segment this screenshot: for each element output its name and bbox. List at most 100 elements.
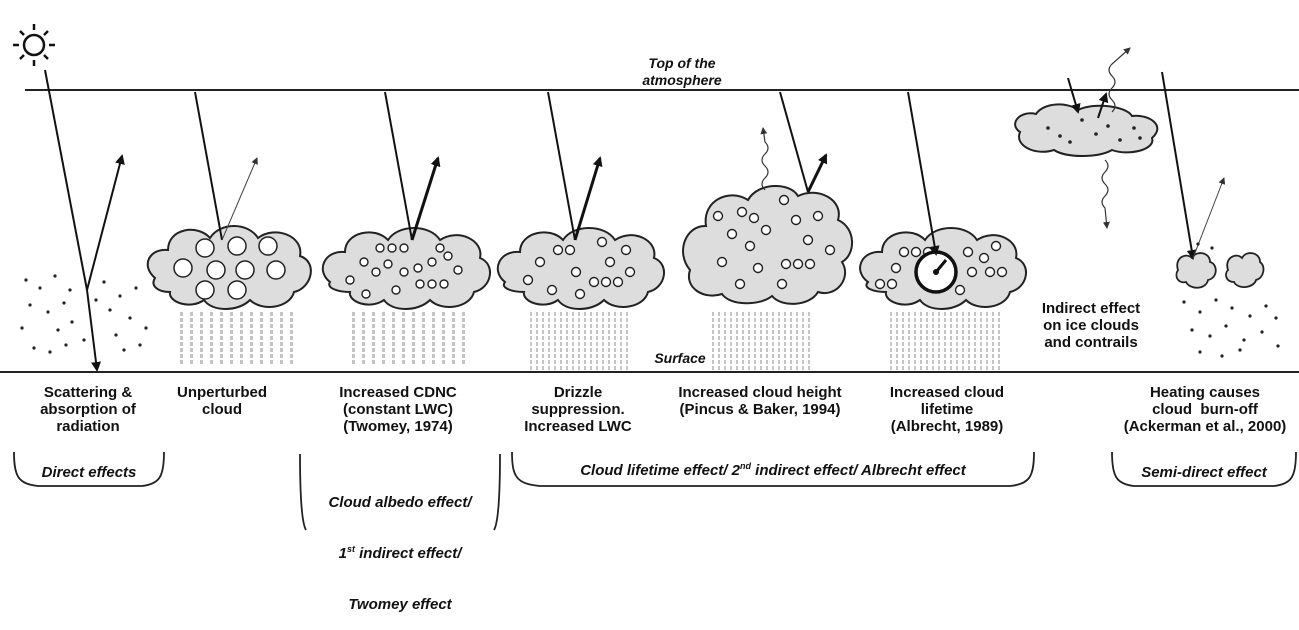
rain-mark (736, 330, 738, 334)
rain-mark (908, 336, 910, 340)
rain-mark (896, 366, 898, 370)
rain-mark (382, 330, 385, 334)
cdnc-arrows (384, 91, 441, 241)
rain-mark (462, 348, 465, 352)
rain-mark (730, 336, 732, 340)
rain-mark (742, 348, 744, 352)
rain-mark (200, 360, 203, 364)
rain-mark (290, 336, 293, 340)
rain-mark (250, 360, 253, 364)
rain-mark (250, 330, 253, 334)
rain-mark (908, 354, 910, 358)
rain-mark (240, 354, 243, 358)
rain-mark (998, 366, 1000, 370)
rain-mark (784, 330, 786, 334)
rain-mark (920, 318, 922, 322)
rain-mark (566, 360, 568, 364)
rain-mark (382, 348, 385, 352)
rain-mark (986, 336, 988, 340)
rain-mark (962, 360, 964, 364)
rain-mark (920, 354, 922, 358)
rain-mark (968, 354, 970, 358)
cloud-height-arrows (760, 91, 828, 193)
rain-mark (422, 318, 425, 322)
rain-mark (808, 324, 810, 328)
rain-mark (962, 330, 964, 334)
rain-mark (754, 348, 756, 352)
rain-mark (790, 318, 792, 322)
rain-mark (748, 330, 750, 334)
rain-mark (462, 318, 465, 322)
rain-mark (362, 354, 365, 358)
rain-mark (950, 324, 952, 328)
lifetime-pre: Cloud lifetime effect/ 2 (580, 462, 740, 479)
rain-mark (986, 354, 988, 358)
rain-mark (442, 354, 445, 358)
rain-mark (902, 348, 904, 352)
rain-mark (230, 336, 233, 340)
ice-cloud-arrows (1067, 47, 1131, 229)
rain-mark (896, 312, 898, 316)
rain-mark (902, 366, 904, 370)
rain-mark (902, 312, 904, 316)
rain-mark (596, 354, 598, 358)
rain-mark (220, 342, 223, 346)
rain-mark (908, 312, 910, 316)
rain-mark (796, 360, 798, 364)
rain-mark (736, 348, 738, 352)
rain-mark (992, 348, 994, 352)
rain-mark (566, 366, 568, 370)
rain-mark (784, 342, 786, 346)
rain-mark (548, 360, 550, 364)
rain-mark (220, 330, 223, 334)
rain-mark (760, 354, 762, 358)
rain-mark (772, 360, 774, 364)
rain-mark (742, 336, 744, 340)
rain-mark (986, 318, 988, 322)
rain-mark (626, 324, 628, 328)
rain-mark (790, 354, 792, 358)
rain-mark (712, 324, 714, 328)
rain-mark (614, 336, 616, 340)
rain-mark (932, 348, 934, 352)
rain-mark (772, 366, 774, 370)
rain-mark (896, 336, 898, 340)
rain-mark (772, 354, 774, 358)
panel-label-cloud-height: Increased cloud height (Pincus & Baker, … (678, 384, 842, 418)
rain-mark (362, 324, 365, 328)
rain-mark (432, 348, 435, 352)
rain-mark (962, 318, 964, 322)
rain-mark (772, 324, 774, 328)
rain-mark (554, 360, 556, 364)
rain-mark (790, 312, 792, 316)
rain-mark (914, 366, 916, 370)
rain-mark (724, 336, 726, 340)
rain-mark (432, 342, 435, 346)
rain-mark (452, 360, 455, 364)
rain-mark (908, 330, 910, 334)
rain-mark (724, 360, 726, 364)
rain-mark (290, 318, 293, 322)
rain-mark (778, 336, 780, 340)
rain-mark (808, 366, 810, 370)
rain-mark (210, 342, 213, 346)
rain-mark (974, 312, 976, 316)
rain-mark (412, 330, 415, 334)
rain-mark (590, 330, 592, 334)
rain-mark (890, 360, 892, 364)
rain-mark (772, 342, 774, 346)
rain-mark (790, 336, 792, 340)
rain-mark (998, 348, 1000, 352)
top-label-line2: atmosphere (642, 72, 722, 88)
rain-mark (712, 330, 714, 334)
rain-mark (778, 366, 780, 370)
rain-mark (992, 324, 994, 328)
rain-mark (980, 330, 982, 334)
rain-mark (730, 342, 732, 346)
albedo-line2-sup: st (346, 544, 355, 554)
rain-mark (778, 348, 780, 352)
rain-mark (220, 354, 223, 358)
rain-mark (412, 360, 415, 364)
rain-mark (896, 354, 898, 358)
rain-mark (462, 324, 465, 328)
